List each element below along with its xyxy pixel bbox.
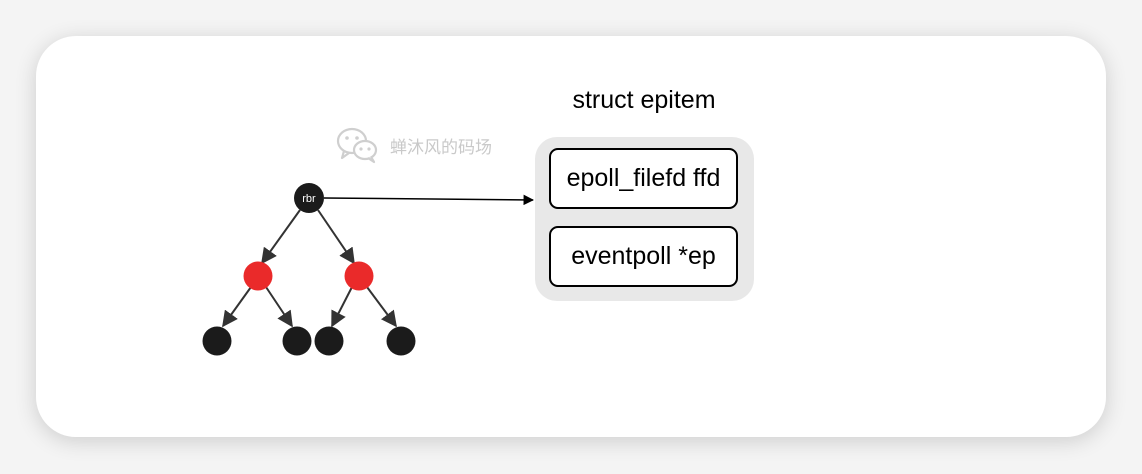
struct-title: struct epitem (572, 86, 716, 114)
black-leaf-4 (386, 326, 416, 356)
watermark: 蝉沐风的码场 (336, 126, 492, 164)
edge-left-lr (265, 286, 293, 328)
black-leaf-1 (202, 326, 232, 356)
black-leaf-3 (314, 326, 344, 356)
red-node-left (243, 261, 273, 291)
root-node (294, 183, 324, 213)
watermark-text: 蝉沐风的码场 (390, 137, 492, 157)
edge-root-left (261, 209, 301, 265)
red-node-right (344, 261, 374, 291)
wechat-icon (336, 127, 378, 164)
root-node-label: rbr (302, 193, 316, 205)
struct-epitem-box: epoll_filefd ffd eventpoll *ep (535, 137, 754, 301)
field-eventpoll-ep: eventpoll *ep (549, 226, 738, 287)
edge-right-rl (331, 286, 353, 328)
black-leaf-2 (282, 326, 312, 356)
edge-left-ll (222, 286, 252, 328)
edge-root-right (317, 209, 355, 265)
edge-right-rr (366, 286, 397, 328)
root-to-struct-arrow (323, 194, 535, 206)
field-epoll-filefd: epoll_filefd ffd (549, 148, 738, 209)
